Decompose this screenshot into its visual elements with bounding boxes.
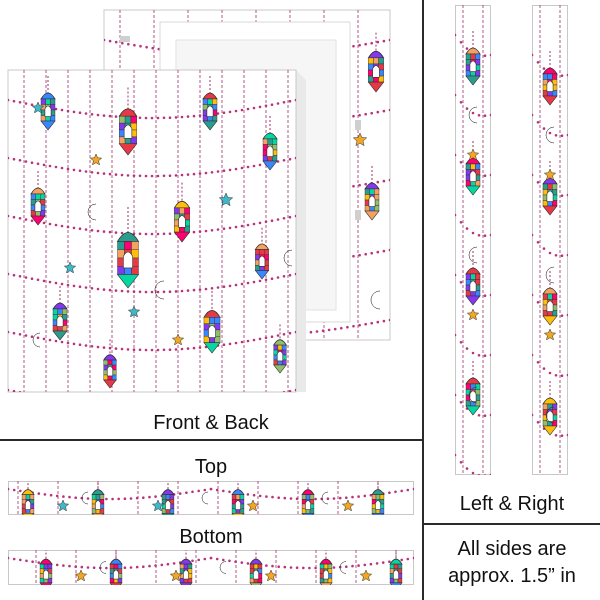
star-icon xyxy=(63,261,77,274)
bottom-strip-svg xyxy=(8,550,414,585)
divider-right-horizontal xyxy=(423,523,600,525)
lantern-icon xyxy=(273,324,287,374)
star-icon xyxy=(31,101,45,114)
star-icon xyxy=(359,569,373,582)
star-icon xyxy=(246,499,260,512)
left-side-strip xyxy=(455,5,491,475)
lantern-icon xyxy=(389,550,403,585)
lantern-icon xyxy=(118,87,138,156)
divider-vertical xyxy=(422,0,424,600)
star-icon xyxy=(56,499,70,512)
star-icon xyxy=(127,305,141,318)
crescent-moon-icon xyxy=(32,332,41,348)
lantern-icon xyxy=(21,481,35,515)
crescent-moon-icon xyxy=(468,106,478,124)
star-icon xyxy=(218,192,234,207)
lantern-icon xyxy=(203,290,221,354)
star-icon xyxy=(151,499,165,512)
crescent-moon-icon xyxy=(154,280,165,300)
crescent-moon-icon xyxy=(545,406,555,424)
crescent-moon-icon xyxy=(545,126,555,144)
star-icon xyxy=(466,308,480,321)
crescent-moon-icon xyxy=(468,246,478,264)
crescent-moon-icon xyxy=(339,561,347,574)
lantern-icon xyxy=(30,171,46,226)
lantern-icon xyxy=(542,271,558,326)
crescent-moon-icon xyxy=(370,290,381,310)
sides-note-line1: All sides are xyxy=(457,538,567,560)
lantern-icon xyxy=(371,481,385,515)
lantern-icon xyxy=(465,31,481,86)
crescent-moon-icon xyxy=(81,491,89,505)
star-icon xyxy=(74,569,88,582)
lantern-icon xyxy=(40,76,56,131)
lantern-icon xyxy=(173,182,191,243)
star-icon xyxy=(543,168,557,181)
star-icon xyxy=(341,499,355,512)
lantern-icon xyxy=(91,481,105,515)
star-icon xyxy=(543,328,557,341)
lantern-icon xyxy=(319,550,333,585)
crescent-moon-icon xyxy=(87,203,97,221)
right-strip-svg xyxy=(532,5,568,475)
lantern-icon xyxy=(231,481,245,515)
lantern-icon xyxy=(39,550,53,585)
lantern-icon xyxy=(301,481,315,515)
crescent-moon-icon xyxy=(468,386,478,404)
lantern-icon xyxy=(109,550,123,585)
crescent-moon-icon xyxy=(545,266,555,284)
lantern-icon xyxy=(161,481,175,515)
star-icon xyxy=(264,569,278,582)
crescent-moon-icon xyxy=(219,561,227,574)
lantern-icon xyxy=(542,381,558,436)
left-strip-svg xyxy=(455,5,491,475)
bottom-side-strip xyxy=(8,550,414,585)
lantern-icon xyxy=(367,32,385,93)
lantern-icon xyxy=(116,207,140,289)
crescent-moon-icon xyxy=(201,491,209,505)
crescent-moon-icon xyxy=(283,249,293,267)
canvas-mockup-svg xyxy=(7,9,391,393)
star-icon xyxy=(171,333,185,346)
lantern-icon xyxy=(465,361,481,416)
lantern-icon xyxy=(262,116,278,171)
lantern-icon xyxy=(542,51,558,106)
lantern-icon xyxy=(249,550,263,585)
right-side-strip xyxy=(532,5,568,475)
star-icon xyxy=(169,569,183,582)
lantern-icon xyxy=(103,339,117,389)
bottom-caption: Bottom xyxy=(179,526,243,548)
top-strip-svg xyxy=(8,481,414,515)
left-right-caption: Left & Right xyxy=(459,493,565,515)
star-icon xyxy=(352,132,368,147)
lantern-icon xyxy=(364,166,380,221)
lantern-icon xyxy=(202,76,218,131)
canvas-front-back-preview xyxy=(0,0,420,400)
crescent-moon-icon xyxy=(321,491,329,505)
top-side-strip xyxy=(8,481,414,515)
lantern-icon xyxy=(465,251,481,306)
lantern-icon xyxy=(52,286,68,341)
crescent-moon-icon xyxy=(99,561,107,574)
top-caption: Top xyxy=(194,456,228,478)
sides-note-line2: approx. 1.5” in xyxy=(448,565,576,587)
star-icon xyxy=(89,153,103,166)
lantern-icon xyxy=(254,227,270,280)
star-icon xyxy=(466,148,480,161)
divider-left-horizontal xyxy=(0,439,423,441)
front-back-caption: Front & Back xyxy=(153,412,269,434)
